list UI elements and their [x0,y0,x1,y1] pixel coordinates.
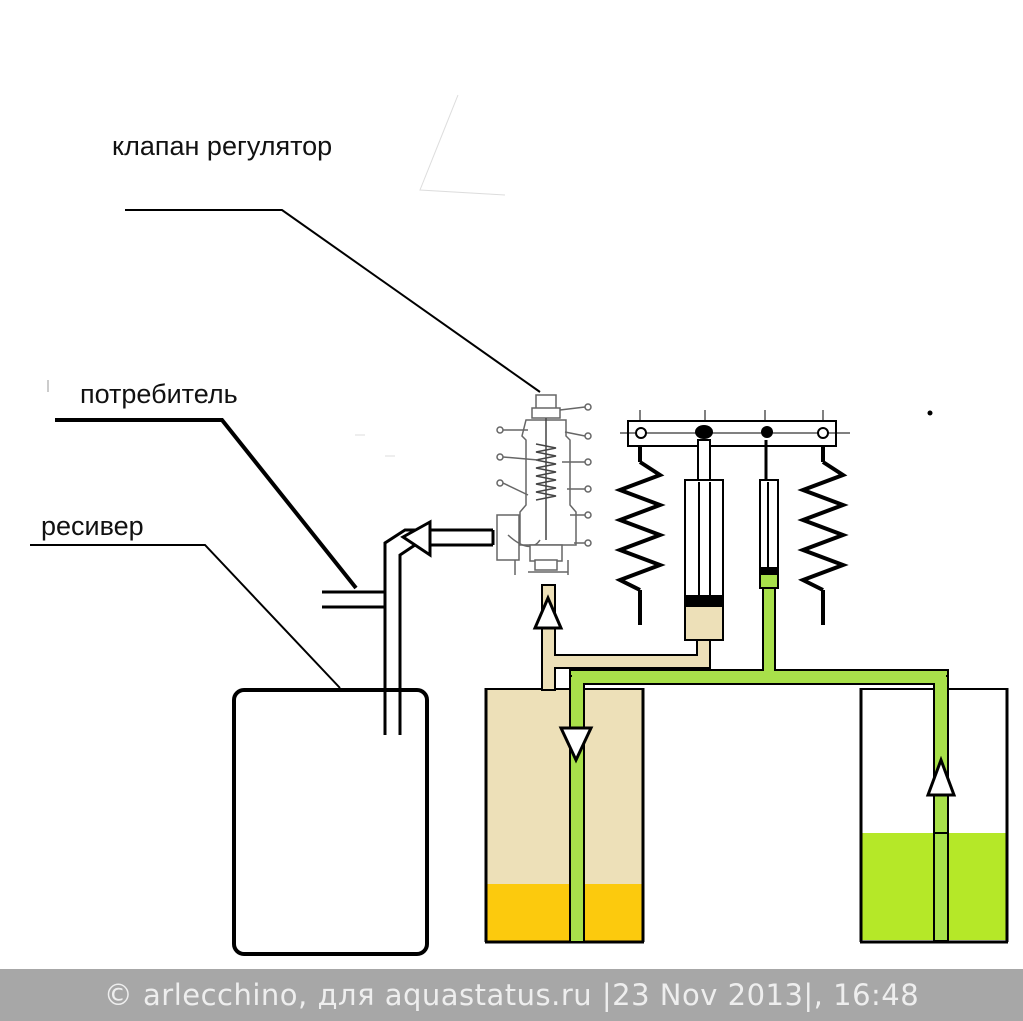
receiver-leader-line [30,544,341,689]
consumer-label: потребитель [80,379,238,409]
right-spring [797,446,849,625]
small-cylinder [759,440,779,589]
valve-label: клапан регулятор [112,131,333,161]
background-artifacts [47,94,506,457]
leader-lines [30,209,541,689]
receiver-tank [232,688,429,956]
receiver-pipe [322,528,495,735]
large-cylinder [684,439,724,641]
receiver-label: ресивер [41,511,144,541]
beige-bottle [484,688,645,944]
flow-arrow-up-green [925,755,957,797]
valve-leader-line [125,209,541,393]
regulator-valve [496,394,592,575]
stray-dot [927,410,933,416]
green-bottle [859,688,1009,944]
flow-arrow-left [400,519,432,558]
diagram-canvas [30,94,1009,956]
flow-arrow-up-valve [532,594,564,630]
left-spring [614,446,666,625]
copyright-footer: © arlecchino, для aquastatus.ru |23 Nov … [0,969,1023,1021]
scale-mechanism [614,410,850,641]
flow-arrow-down [558,726,594,764]
consumer-leader-line [55,418,358,590]
